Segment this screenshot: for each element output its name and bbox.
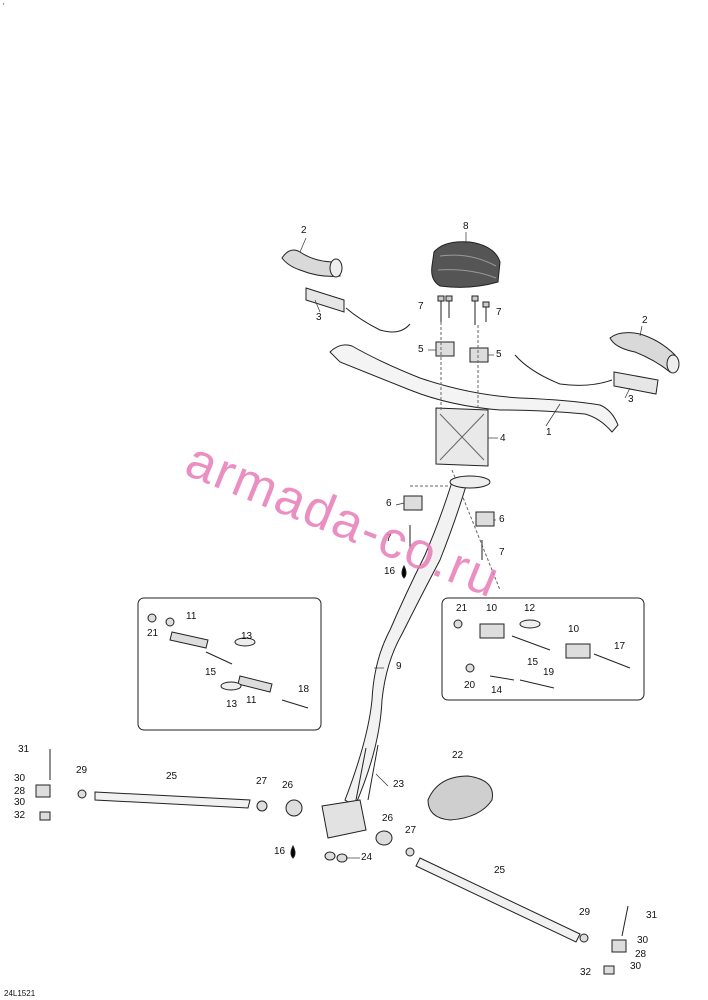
callout-32: 32: [580, 967, 592, 978]
callout-17: 17: [614, 641, 626, 652]
callout-2: 2: [301, 225, 307, 236]
heated-grip-left: [305, 287, 345, 313]
handlebar-pad: [431, 241, 501, 288]
callout-13: 13: [226, 699, 238, 710]
detail-box-left: [137, 597, 322, 731]
document-code: 24L1521: [4, 989, 36, 998]
clamp-upper-right: [469, 347, 489, 363]
drop-icon-upper: [401, 564, 407, 579]
callout-31: 31: [646, 910, 658, 921]
callout-22: 22: [452, 750, 464, 761]
grip-right: [609, 332, 676, 373]
callout-26: 26: [282, 780, 294, 791]
callout-14: 14: [491, 685, 503, 696]
callout-21: 21: [147, 628, 159, 639]
tie-rod-left: [94, 791, 251, 809]
callout-26: 26: [382, 813, 394, 824]
clamp-upper-left: [435, 341, 455, 357]
callout-7: 7: [496, 307, 502, 318]
callout-5: 5: [496, 349, 502, 360]
callout-10: 10: [568, 624, 580, 635]
callout-6: 6: [499, 514, 505, 525]
detail-bracket-11b: [237, 675, 273, 693]
handlebar: [329, 344, 619, 433]
callout-15: 15: [205, 667, 217, 678]
callout-4: 4: [500, 433, 506, 444]
callout-3: 3: [316, 312, 322, 323]
clamp-lower-left: [403, 495, 423, 511]
callout-25: 25: [494, 865, 506, 876]
callout-9: 9: [396, 661, 402, 672]
callout-30: 30: [637, 935, 649, 946]
detail-bracket-10b: [565, 643, 591, 659]
callout-16: 16: [384, 566, 396, 577]
callout-7: 7: [418, 301, 424, 312]
callout-27: 27: [405, 825, 417, 836]
callout-28: 28: [14, 786, 26, 797]
tie-rod-right: [415, 857, 581, 943]
callout-16: 16: [274, 846, 286, 857]
column-bracket: [321, 799, 367, 839]
callout-20: 20: [464, 680, 476, 691]
callout-8: 8: [463, 221, 469, 232]
callout-30: 30: [630, 961, 642, 972]
callout-15: 15: [527, 657, 539, 668]
callout-11: 11: [246, 695, 257, 706]
callout-31: 31: [18, 744, 30, 755]
callout-19: 19: [543, 667, 555, 678]
callout-28: 28: [635, 949, 647, 960]
callout-29: 29: [76, 765, 88, 776]
drop-icon-lower: [290, 844, 296, 859]
detail-bracket-10a: [479, 623, 505, 639]
callout-7: 7: [499, 547, 505, 558]
callout-6: 6: [386, 498, 392, 509]
callout-30: 30: [14, 773, 26, 784]
callout-2: 2: [642, 315, 648, 326]
callout-21: 21: [456, 603, 468, 614]
callout-27: 27: [256, 776, 268, 787]
callout-7: 7: [386, 533, 392, 544]
callout-29: 29: [579, 907, 591, 918]
callout-18: 18: [298, 684, 310, 695]
plate: [427, 775, 493, 821]
callout-24: 24: [361, 852, 373, 863]
callout-5: 5: [418, 344, 424, 355]
callout-12: 12: [524, 603, 536, 614]
callout-1: 1: [546, 427, 552, 438]
clamp-lower-right: [475, 511, 495, 527]
callout-10: 10: [486, 603, 498, 614]
detail-bracket-11a: [169, 631, 209, 649]
callout-30: 30: [14, 797, 26, 808]
callout-11: 11: [186, 611, 197, 622]
callout-25: 25: [166, 771, 178, 782]
callout-32: 32: [14, 810, 26, 821]
callout-3: 3: [628, 394, 634, 405]
heated-grip-right: [613, 371, 659, 395]
callout-23: 23: [393, 779, 405, 790]
detail-box-right: [441, 597, 645, 701]
corner-mark: ': [3, 2, 5, 11]
callout-13: 13: [241, 631, 253, 642]
